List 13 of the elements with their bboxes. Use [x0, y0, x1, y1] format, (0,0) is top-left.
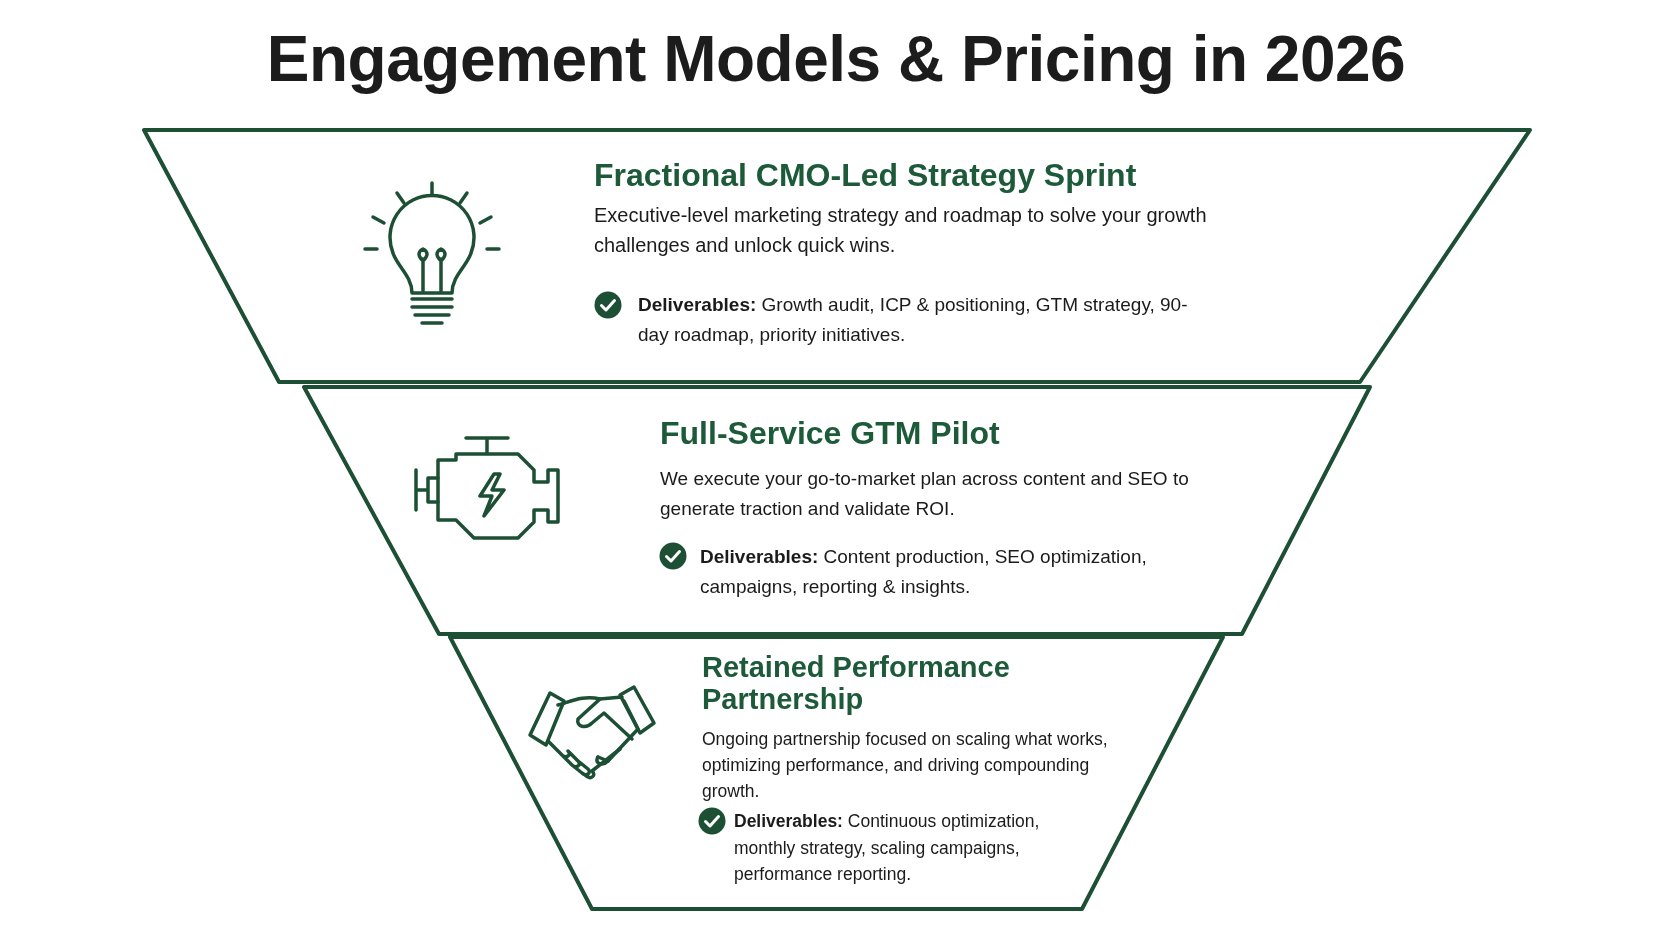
tier-description: Executive-level marketing strategy and roadmap to solve your growth challenges and unlock quick wins.: [594, 203, 1208, 258]
title: Engagement Models & Pricing in 2026: [265, 22, 1407, 96]
tier-description: Ongoing partnership focused on scaling what works, optimizing performance, and driving compounding growth.: [702, 728, 1109, 803]
tier-panel: [450, 637, 1223, 909]
tier-heading: Retained Performance Partnership: [702, 652, 1011, 716]
tier-heading: Fractional CMO-Led Strategy Sprint: [594, 158, 1138, 194]
deliverables-text: Deliverables: Content production, SEO optimization, campaigns, reporting & insights.: [700, 545, 1148, 599]
tier-heading: Full-Service GTM Pilot: [660, 416, 1001, 452]
tier-panel: [304, 387, 1370, 634]
deliverables-text: Deliverables: Growth audit, ICP & positioning, GTM strategy, 90-day roadmap, priority initiatives.: [638, 293, 1189, 347]
deliverables-text: Deliverables: Continuous optimization, monthly strategy, scaling campaigns, performance reporting.: [734, 810, 1041, 886]
tier-panel: [144, 130, 1530, 382]
tier-description: We execute your go-to-market plan across content and SEO to generate traction and validate ROI.: [660, 467, 1190, 521]
